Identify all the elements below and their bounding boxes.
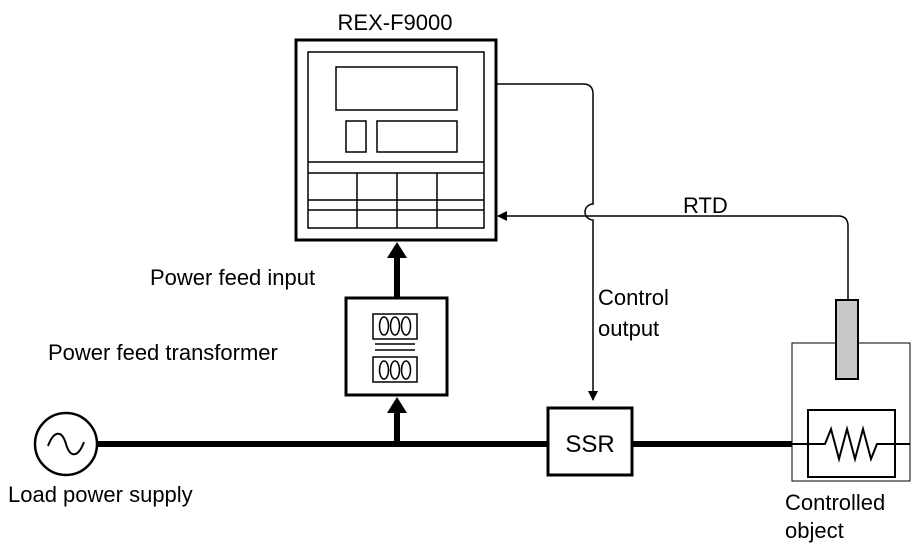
pv-display — [335, 66, 458, 111]
controlled-object-label-line2: object — [785, 518, 844, 543]
controlled-object — [791, 299, 911, 482]
ssr-block — [546, 406, 634, 477]
rtd-sensor-probe — [835, 299, 859, 380]
heater-resistor-icon — [808, 425, 895, 463]
ssr-label: SSR — [565, 431, 614, 458]
rtd-line — [497, 211, 849, 300]
transformer-block — [344, 296, 449, 397]
controller-label: REX-F9000 — [338, 10, 453, 35]
power-feed-arrow — [387, 242, 407, 298]
control-output-line — [496, 83, 598, 401]
rtd-label: RTD — [683, 193, 728, 218]
power-feed-transformer-label: Power feed transformer — [48, 340, 278, 365]
controlled-object-label-line1: Controlled — [785, 490, 885, 515]
control-output-label-line2: output — [598, 316, 659, 341]
status-display — [345, 120, 367, 153]
transformer-supply-arrow — [387, 397, 407, 444]
sv-display — [376, 120, 458, 153]
ac-source-icon — [33, 411, 99, 477]
transformer-coil-icon — [375, 316, 415, 380]
power-feed-input-label: Power feed input — [150, 265, 315, 290]
key-panel — [308, 173, 484, 228]
controller-unit — [294, 38, 498, 242]
control-output-label-line1: Control — [598, 285, 669, 310]
load-power-supply-label: Load power supply — [8, 482, 193, 507]
